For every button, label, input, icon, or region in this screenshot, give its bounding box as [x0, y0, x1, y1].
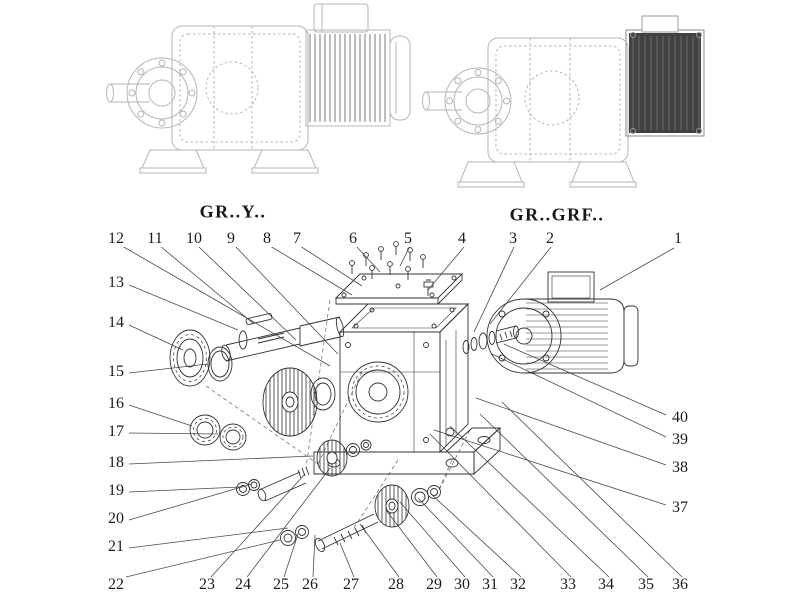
- variant-label-right: GR..GRF..: [509, 204, 605, 225]
- callout-29: 29: [424, 576, 444, 593]
- callout-19: 19: [106, 482, 126, 499]
- callout-4: 4: [456, 230, 468, 247]
- callout-1: 1: [672, 230, 684, 247]
- callout-38: 38: [670, 459, 690, 476]
- callout-39: 39: [670, 431, 690, 448]
- callout-37: 37: [670, 499, 690, 516]
- callout-35: 35: [636, 576, 656, 593]
- callout-28: 28: [386, 576, 406, 593]
- callout-13: 13: [106, 274, 126, 291]
- callout-30: 30: [452, 576, 472, 593]
- callout-22: 22: [106, 576, 126, 593]
- callout-36: 36: [670, 576, 690, 593]
- callout-32: 32: [508, 576, 528, 593]
- gearmotor-illustration-right: [422, 15, 705, 188]
- callout-15: 15: [106, 363, 126, 380]
- callout-21: 21: [106, 538, 126, 555]
- callout-16: 16: [106, 395, 126, 412]
- callout-10: 10: [184, 230, 204, 247]
- callout-40: 40: [670, 409, 690, 426]
- callout-14: 14: [106, 314, 126, 331]
- callout-33: 33: [558, 576, 578, 593]
- callout-31: 31: [480, 576, 500, 593]
- callout-17: 17: [106, 423, 126, 440]
- callout-26: 26: [300, 576, 320, 593]
- leader-lines: [121, 245, 683, 578]
- callout-2: 2: [544, 230, 556, 247]
- callout-6: 6: [347, 230, 359, 247]
- callout-18: 18: [106, 454, 126, 471]
- callout-20: 20: [106, 510, 126, 527]
- callout-23: 23: [197, 576, 217, 593]
- callout-7: 7: [291, 230, 303, 247]
- callout-11: 11: [145, 230, 165, 247]
- callout-24: 24: [233, 576, 253, 593]
- gearmotor-illustration-left: [106, 3, 411, 174]
- callout-25: 25: [271, 576, 291, 593]
- exploded-view-drawing: [169, 241, 639, 553]
- callout-27: 27: [341, 576, 361, 593]
- variant-label-left: GR..Y..: [199, 201, 267, 222]
- callout-12: 12: [106, 230, 126, 247]
- callout-9: 9: [225, 230, 237, 247]
- callout-8: 8: [261, 230, 273, 247]
- callout-5: 5: [402, 230, 414, 247]
- callout-3: 3: [507, 230, 519, 247]
- callout-34: 34: [596, 576, 616, 593]
